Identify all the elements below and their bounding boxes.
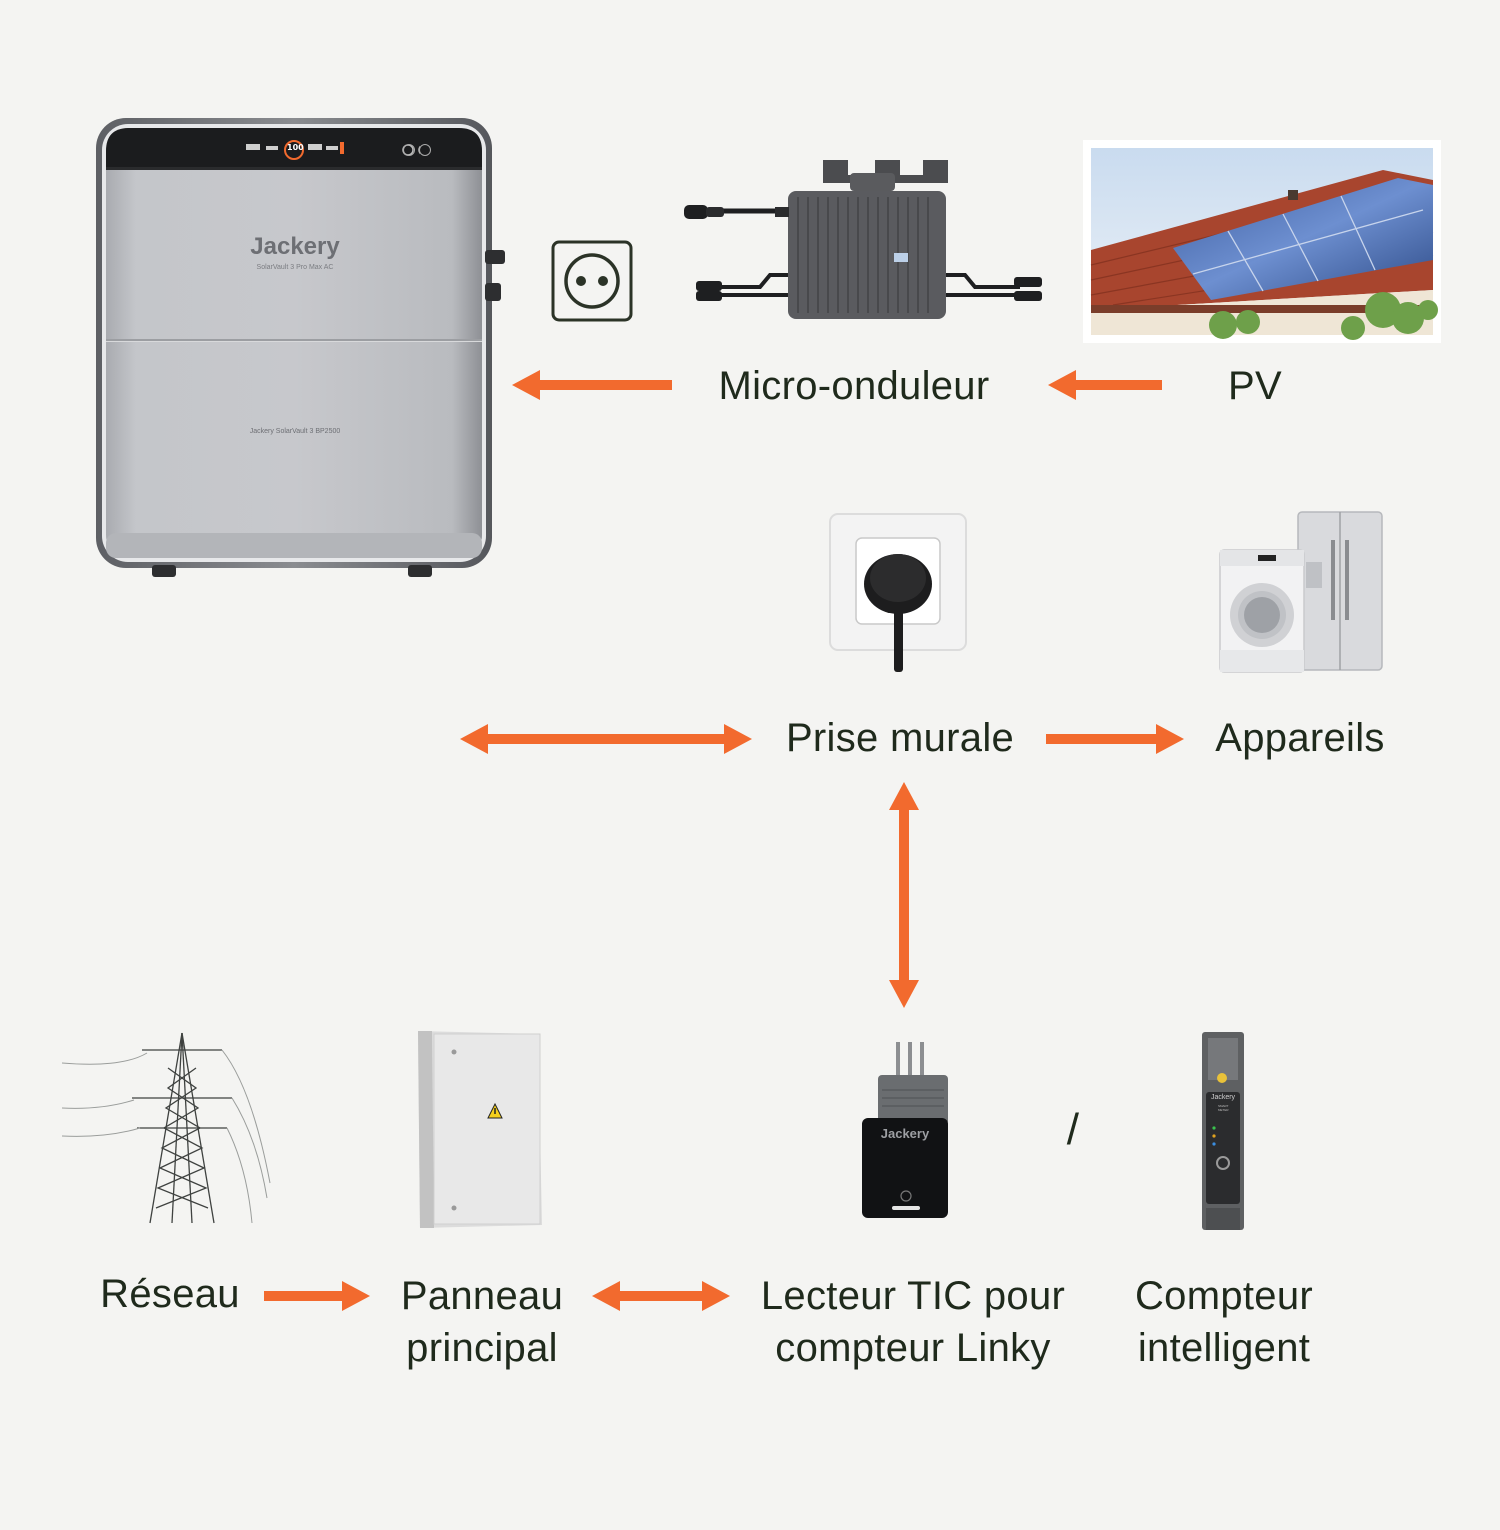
appliances-image: [1219, 511, 1383, 673]
battery-model-bottom: Jackery SolarVault 3 BP2500: [249, 428, 341, 435]
label-lecteur-line2: compteur Linky: [775, 1326, 1051, 1370]
arrow-prise-lecteur: [889, 782, 919, 1008]
tic-reader-brand: Jackery: [880, 1126, 930, 1141]
tic-reader-image: [862, 1042, 948, 1218]
arrow-pv-to-micro: [1048, 370, 1162, 400]
solar-roof-image: [1083, 140, 1441, 343]
power-icon: [419, 144, 431, 156]
label-prise-murale: Prise murale: [785, 716, 1015, 760]
label-pv: PV: [1228, 364, 1282, 408]
separator-slash: /: [1066, 1105, 1080, 1154]
arrow-battery-prise: [460, 724, 752, 754]
smart-meter-brand: Jackery: [1210, 1094, 1236, 1101]
battery-display-value: 100: [287, 143, 304, 152]
label-panneau-line2: principal: [406, 1326, 558, 1370]
label-panneau-principal: Panneau principal: [372, 1270, 592, 1374]
outlet-icon: [551, 240, 633, 322]
label-compteur-line2: intelligent: [1137, 1326, 1311, 1370]
wall-socket-image: [829, 513, 967, 672]
label-lecteur-line1: Lecteur TIC pour: [760, 1274, 1066, 1318]
battery-model-top: SolarVault 3 Pro Max AC: [256, 264, 334, 271]
electrical-panel-image: [418, 1031, 542, 1228]
arrow-reseau-to-panneau: [264, 1281, 370, 1311]
power-pylon-image: [62, 1032, 271, 1224]
battery-brand: Jackery: [250, 233, 340, 260]
arrow-prise-to-appareils: [1046, 724, 1184, 754]
arrow-micro-to-battery: [512, 370, 672, 400]
label-appareils: Appareils: [1215, 716, 1385, 760]
battery-unit: [96, 118, 505, 577]
arrow-panneau-lecteur: [592, 1281, 730, 1311]
wifi-icon: [403, 144, 415, 156]
micro-inverter-image: [684, 160, 1042, 319]
battery-power-buttons: [403, 143, 433, 157]
label-panneau-line1: Panneau: [400, 1274, 564, 1318]
label-reseau: Réseau: [100, 1272, 240, 1316]
label-micro-onduleur: Micro-onduleur: [718, 364, 990, 408]
label-compteur-line1: Compteur: [1134, 1274, 1314, 1318]
label-lecteur-tic: Lecteur TIC pour compteur Linky: [738, 1270, 1088, 1374]
smart-meter-image: [1202, 1032, 1244, 1230]
label-compteur-intelligent: Compteur intelligent: [1104, 1270, 1344, 1374]
smart-meter-label: SMART METER: [1218, 1104, 1229, 1112]
